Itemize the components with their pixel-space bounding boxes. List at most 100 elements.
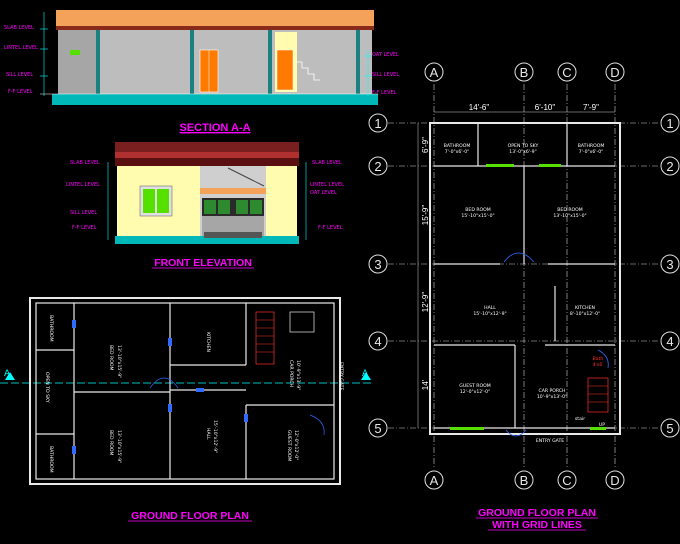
gp-room-open-to-sky: OPEN TO SKY xyxy=(44,372,50,403)
gp-outer-wall xyxy=(29,297,341,485)
section-column xyxy=(268,30,272,94)
grid-row-4-left: 4 xyxy=(374,334,381,349)
front-level-markers xyxy=(107,162,307,240)
front-label-lintel-r: LINTEL LEVEL xyxy=(310,182,344,188)
grid-col-c-bottom: C xyxy=(562,473,571,488)
section-stair-steps xyxy=(296,61,320,81)
grid-col-a-top: A xyxy=(430,65,439,80)
grid-room-bathroom-left: BATHROOM xyxy=(444,143,471,149)
gp-stair xyxy=(255,311,275,365)
gp-room-bathroom-top: BATHROOM xyxy=(48,315,54,342)
grid-room-kitchen: KITCHEN xyxy=(575,305,595,311)
section-marker-left: A xyxy=(4,369,11,379)
grid-room-car-porch: CAR PORCH xyxy=(538,388,565,394)
grid-dim-top-cd: 7'-9" xyxy=(583,103,599,112)
gp-stair-treads xyxy=(256,319,274,353)
grid-row-3-right: 3 xyxy=(666,257,673,272)
front-label-slab-r: SLAB LEVEL xyxy=(312,160,342,166)
gp-room-hall-dim: 15'-10"x12'-9" xyxy=(212,420,218,453)
front-label-lintel: LINTEL LEVEL xyxy=(66,182,100,188)
section-a-a: SLAB LEVEL LINTEL LEVEL SILL LEVEL F-F L… xyxy=(4,10,399,134)
gp-room-bedroom-bottom-dim: 13'-10"x15'-9" xyxy=(116,430,122,463)
grid-room-guest-room: GUEST ROOM xyxy=(459,383,490,389)
section-column xyxy=(96,30,100,94)
grid-plan-door-swing xyxy=(505,429,527,437)
grid-row-3-left: 3 xyxy=(374,257,381,272)
grid-room-open-to-sky-dim: 13'-0"x6'-9" xyxy=(509,149,536,155)
front-slab-top xyxy=(115,142,299,152)
grid-room-bedroom-left: BED ROOM xyxy=(465,207,490,213)
grid-row-1-left: 1 xyxy=(374,116,381,131)
grid-room-bath-dim: 4'x6' xyxy=(592,362,603,368)
grid-entry-gate: ENTRY GATE xyxy=(536,438,564,444)
section-door-rear xyxy=(276,49,294,91)
ground-floor-plan: A A BATHROOM BED ROOM 13'-10"x15'-9" xyxy=(0,297,372,522)
gp-room-guest-room: GUEST ROOM xyxy=(286,430,292,461)
front-plinth xyxy=(115,236,299,244)
section-label-sill: SILL LEVEL xyxy=(6,72,33,78)
gp-room-bedroom-top-dim: 13'-10"x15'-9" xyxy=(116,345,122,378)
front-stair-rail xyxy=(227,167,265,187)
grid-plan-stair-treads xyxy=(588,385,608,403)
grid-room-kitchen-dim: 8'-10"x12'-0" xyxy=(570,311,600,317)
grid-plan-door-swing xyxy=(503,252,535,263)
gp-door-swing xyxy=(309,414,325,436)
grid-col-d-bottom: D xyxy=(610,473,619,488)
front-window-pane xyxy=(157,189,169,213)
front-gate xyxy=(202,198,264,216)
gp-room-kitchen: KITCHEN xyxy=(205,332,211,352)
grid-col-a-bottom: A xyxy=(430,473,439,488)
section-title: SECTION A-A xyxy=(179,122,250,134)
section-level-markers xyxy=(40,12,372,96)
front-label-slab: SLAB LEVEL xyxy=(70,160,100,166)
gp-room-bedroom-bottom: BED ROOM xyxy=(108,430,114,455)
grid-dim-top-ab: 14'-6" xyxy=(469,103,490,112)
gp-outer-wall-inner xyxy=(35,302,335,480)
grid-row-2-left: 2 xyxy=(374,159,381,174)
front-label-sill: SILL LEVEL xyxy=(70,210,97,216)
grid-plan-title-line1: GROUND FLOOR PLAN xyxy=(478,507,596,519)
section-roof-edge xyxy=(56,26,374,30)
section-window xyxy=(70,50,80,55)
gp-room-bedroom-top: BED ROOM xyxy=(108,345,114,370)
grid-dim-left-23: 15'-9" xyxy=(421,205,430,226)
section-arrow-right xyxy=(361,372,371,380)
section-plinth xyxy=(52,94,378,105)
front-porch-beam xyxy=(200,188,266,194)
front-elevation: SLAB LEVEL LINTEL LEVEL SILL LEVEL F-F L… xyxy=(66,142,344,269)
grid-room-bedroom-left-dim: 15'-10"x15'-0" xyxy=(461,213,494,219)
grid-row-5-left: 5 xyxy=(374,421,381,436)
section-label-ff: F-F LEVEL xyxy=(8,89,33,95)
grid-row-2-right: 2 xyxy=(666,159,673,174)
gp-room-car-porch: CAR PORCH xyxy=(288,360,294,387)
section-column xyxy=(356,30,360,94)
grid-row-4-right: 4 xyxy=(666,334,673,349)
front-gate-grille xyxy=(204,200,262,214)
grid-room-bathroom-right: BATHROOM xyxy=(578,143,605,149)
grid-plan-outer-wall xyxy=(429,122,621,435)
grid-room-hall-dim: 15'-10"x12'-9" xyxy=(473,311,506,317)
grid-col-d-top: D xyxy=(610,65,619,80)
grid-room-stair: stair xyxy=(575,416,585,422)
section-label-oat: OAT LEVEL xyxy=(372,52,399,58)
grid-room-bathroom-left-dim: 7'-0"x6'-0" xyxy=(445,149,469,155)
grid-col-c-top: C xyxy=(562,65,571,80)
gp-entry-gate: ENTRY GATE xyxy=(338,362,344,390)
grid-plan-door-swing xyxy=(597,349,609,369)
grid-dim-left-45: 14' xyxy=(421,379,430,390)
section-arrow-left xyxy=(5,372,15,380)
grid-plan-windows xyxy=(450,164,606,430)
front-label-ff: F-F LEVEL xyxy=(72,225,97,231)
grid-room-up: UP xyxy=(599,422,605,428)
front-window-pane xyxy=(143,189,155,213)
grid-room-hall: HALL xyxy=(484,305,496,311)
section-label-slab: SLAB LEVEL xyxy=(4,25,34,31)
grid-dim-left-12: 6'-9" xyxy=(421,137,430,153)
gp-door-swing xyxy=(149,377,179,389)
grid-room-guest-room-dim: 12'-0"x12'-0" xyxy=(460,389,490,395)
front-parapet xyxy=(115,158,299,166)
section-label-sill-r: SILL LEVEL xyxy=(372,72,399,78)
grid-room-bathroom-right-dim: 7'-0"x6'-0" xyxy=(579,149,603,155)
grid-col-b-bottom: B xyxy=(520,473,529,488)
